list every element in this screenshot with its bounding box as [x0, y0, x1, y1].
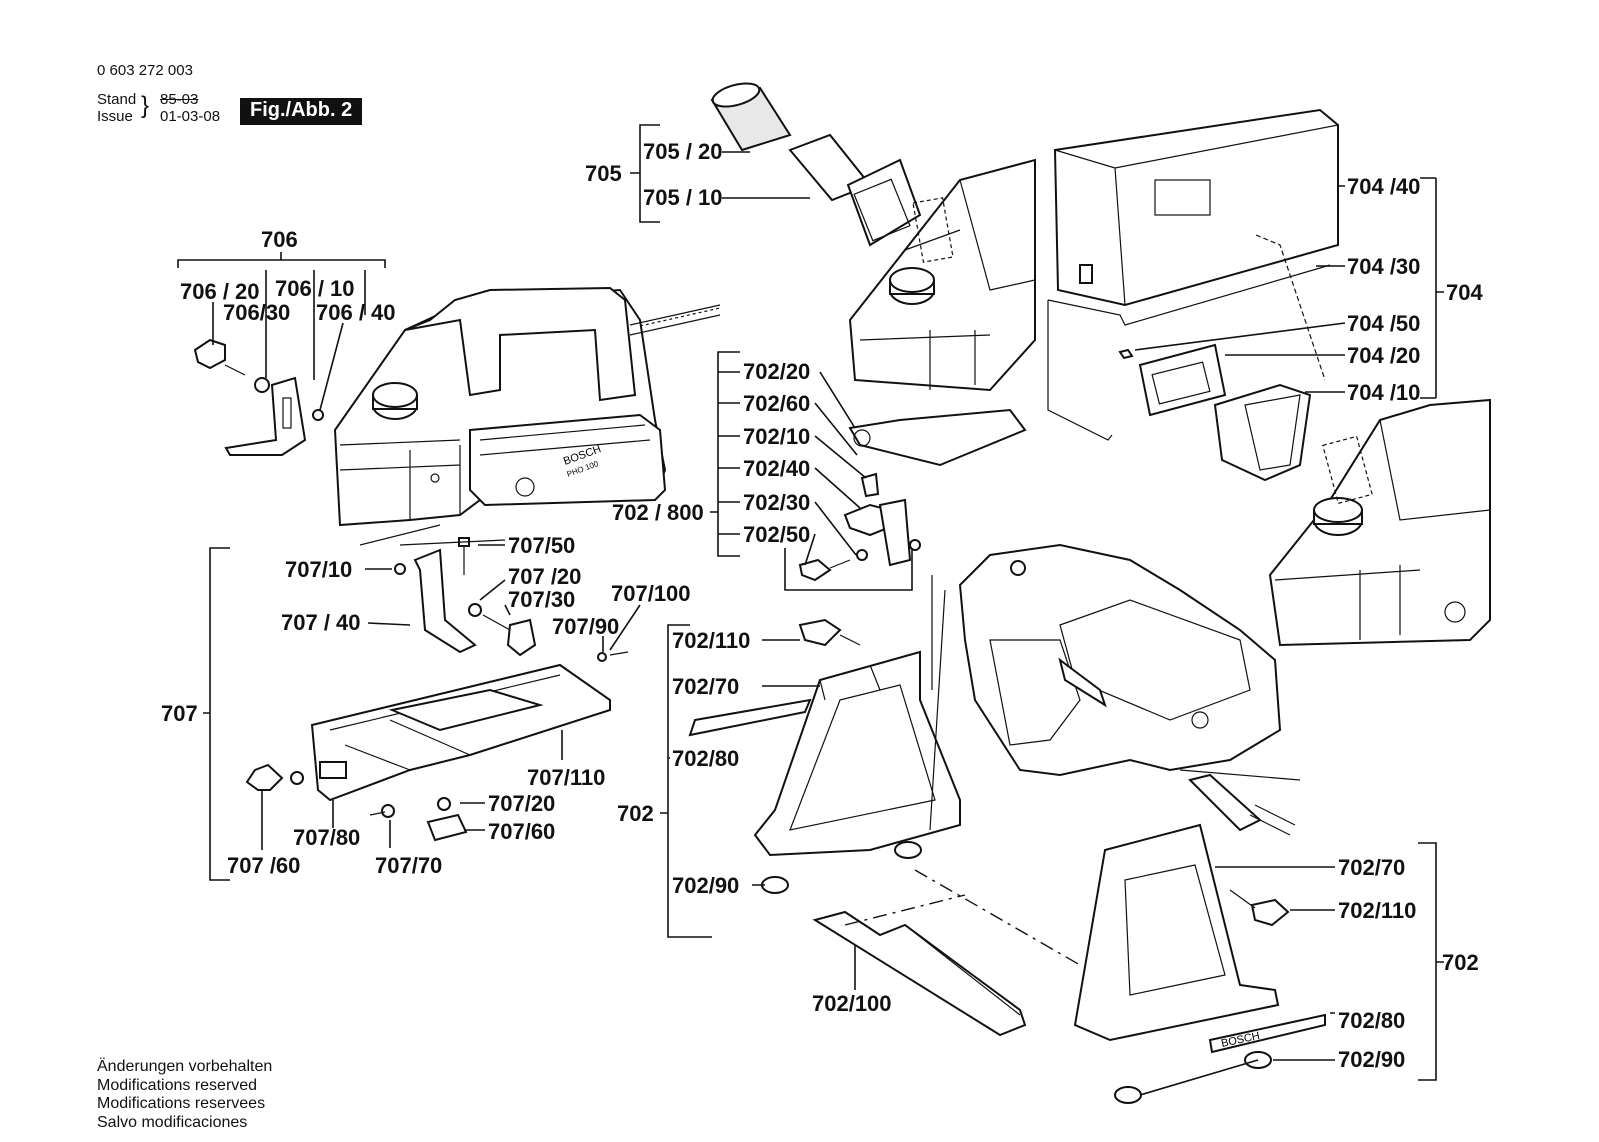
part-706-fence: [193, 338, 324, 456]
issue-label: Issue: [97, 108, 133, 125]
group-label-702-right: 702: [1442, 950, 1479, 975]
part-number: 0 603 272 003: [97, 62, 193, 79]
planer-left-drawing: BOSCH PHO 100: [333, 286, 721, 527]
footer-line-en: Modifications reserved: [97, 1076, 258, 1094]
label-707-80: 707/80: [293, 825, 360, 850]
group-label-707: 707: [161, 701, 198, 726]
label-702-60: 702/60: [743, 391, 810, 416]
label-702-80-a: 702/80: [672, 746, 739, 771]
stand-leg-left: [688, 618, 961, 894]
planer-mid-drawing: [848, 158, 1036, 392]
part-702-100-rail: [812, 910, 1027, 1037]
label-702-30: 702/30: [743, 490, 810, 515]
label-702-80-b: 702/80: [1338, 1008, 1405, 1033]
label-707-20-b: 707/20: [488, 791, 555, 816]
label-707-60-b: 707 /60: [227, 853, 300, 878]
stand-label: Stand: [97, 91, 137, 108]
label-707-60-a: 707/60: [488, 819, 555, 844]
label-702-110-a: 702/110: [672, 628, 750, 653]
label-702-70-b: 702/70: [1338, 855, 1405, 880]
label-705-20: 705 / 20: [643, 139, 723, 164]
stand-leg-right: BOSCH: [1073, 823, 1326, 1104]
part-707-guide: [245, 537, 629, 842]
label-707-110: 707/110: [527, 765, 605, 790]
label-707-90: 707/90: [552, 614, 619, 639]
label-702-20: 702/20: [743, 359, 810, 384]
label-704-10: 704 /10: [1347, 380, 1420, 405]
label-704-30: 704 /30: [1347, 254, 1420, 279]
label-704-50: 704 /50: [1347, 311, 1420, 336]
label-702-100: 702/100: [812, 991, 892, 1016]
label-705-10: 705 / 10: [643, 185, 723, 210]
label-702-10: 702/10: [743, 424, 810, 449]
label-702-70-a: 702/70: [672, 674, 739, 699]
label-702-90-b: 702/90: [1338, 1047, 1405, 1072]
footer-line-fr: Modifications reservees: [97, 1095, 266, 1112]
label-702-90-a: 702/90: [672, 873, 739, 898]
label-702-110-b: 702/110: [1338, 898, 1416, 923]
label-702-50: 702/50: [743, 522, 810, 547]
label-704-20: 704 /20: [1347, 343, 1420, 368]
modification-notice: Änderungen vorbehalten Modifications res…: [97, 1058, 272, 1132]
label-706-20: 706 / 20: [180, 279, 260, 304]
label-707-20-a: 707 /20: [508, 564, 581, 589]
issue-date: 01-03-08: [160, 108, 221, 125]
stand-date-struck: 85-03: [160, 91, 199, 108]
label-707-30: 707/30: [508, 587, 575, 612]
label-707-50: 707/50: [508, 533, 575, 558]
label-707-70: 707/70: [375, 853, 442, 878]
label-706-10: 706 / 10: [275, 276, 355, 301]
footer-line-de: Änderungen vorbehalten: [97, 1058, 273, 1075]
part-702-800-clamp: [798, 408, 1027, 582]
figure-badge: Fig./Abb. 2: [240, 98, 363, 125]
footer-line-es: Salvo modificaciones: [97, 1113, 248, 1131]
label-702-40: 702/40: [743, 456, 810, 481]
planer-right-drawing: [1268, 398, 1491, 647]
group-label-704: 704: [1446, 280, 1483, 305]
group-label-702-left: 702: [617, 801, 654, 826]
label-706-40: 706 / 40: [316, 300, 396, 325]
label-707-40: 707 / 40: [281, 610, 361, 635]
label-706-30: 706/30: [223, 300, 290, 325]
label-707-10: 707/10: [285, 557, 352, 582]
stand-brace: }: [141, 92, 150, 119]
part-705-dust-outlet: [710, 82, 922, 247]
label-704-40: 704 /40: [1347, 174, 1420, 199]
label-707-100: 707/100: [611, 581, 691, 606]
planer-mounted-drawing: [958, 543, 1301, 836]
part-704-cover: [1047, 108, 1339, 482]
brand-mark-bosch-strip: BOSCH: [1220, 1030, 1261, 1050]
group-label-706: 706: [261, 227, 298, 252]
group-label-702-800: 702 / 800: [612, 500, 704, 525]
group-label-705: 705: [585, 161, 622, 186]
